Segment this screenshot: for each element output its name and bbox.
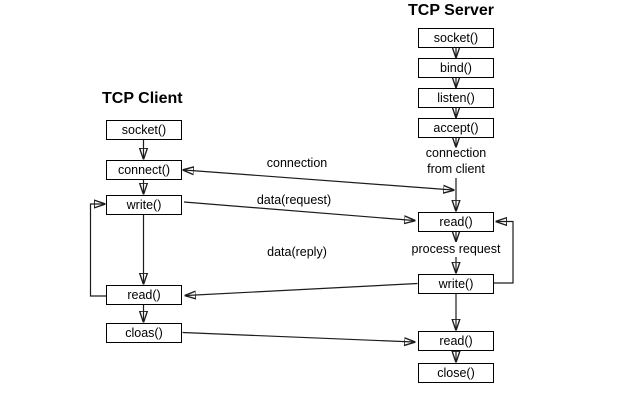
process-request-note: process request: [411, 242, 501, 256]
server-listen-node: listen(): [418, 88, 494, 108]
client-connect-node: connect(): [106, 160, 182, 180]
client-close-node: cloas(): [106, 323, 182, 343]
server-close-node: close(): [418, 363, 494, 383]
client-title: TCP Client: [102, 90, 183, 107]
connection-edge-label: connection: [266, 156, 328, 170]
edge-data-reply: [186, 282, 418, 296]
client-socket-node: socket(): [106, 120, 182, 140]
edge-data-request: [183, 201, 414, 221]
client-write-node: write(): [106, 195, 182, 215]
server-write-node: write(): [418, 274, 494, 294]
connection-from-client-note: connection from client: [396, 146, 516, 177]
server-socket-node: socket(): [418, 28, 494, 48]
server-read2-node: read(): [418, 331, 494, 351]
edge-client-read-write-loop: [89, 204, 106, 297]
edge-connection: [184, 170, 453, 190]
connection-from-client-line2: from client: [427, 161, 485, 176]
server-bind-node: bind(): [418, 58, 494, 78]
edge-server-write-read1-loop: [494, 222, 514, 284]
connection-from-client-line1: connection: [425, 146, 487, 160]
client-read-node: read(): [106, 285, 182, 305]
server-read1-node: read(): [418, 212, 494, 232]
edge-client-close-server-read2: [182, 331, 415, 343]
data-request-edge-label: data(request): [256, 193, 332, 207]
server-accept-node: accept(): [418, 118, 494, 138]
server-title: TCP Server: [408, 2, 494, 19]
data-reply-edge-label: data(reply): [267, 245, 327, 259]
